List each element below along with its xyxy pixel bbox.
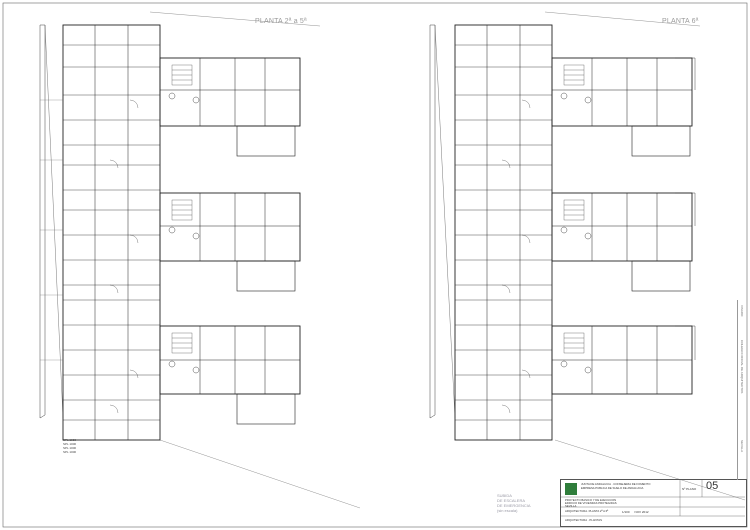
project-line-2: EDIFICIO DE VIVIENDAS PROTEGIDAS [565, 501, 617, 505]
sheet-number-label: Nº PLANO [682, 487, 697, 491]
side-strip-line: SEVILLA [740, 440, 744, 453]
side-stamp-strip: VISADO COLEGIO OFICIAL DE ARQUITECTOS SE… [737, 300, 746, 480]
junta-logo [565, 483, 577, 495]
org-line-1: JUNTA DE ANDALUCIA · CONSEJERIA DE FOMEN… [581, 482, 651, 486]
legend-line: SPL 1000 [63, 450, 77, 454]
title-block-grid [560, 479, 745, 517]
side-strip-line: COLEGIO OFICIAL DE ARQUITECTOS [740, 340, 744, 394]
side-strip-line: VISADO [740, 305, 744, 317]
legend-line: SPL 1000 [63, 446, 77, 450]
footer-text: ARQUITECTURA · PLANTAS [565, 518, 602, 522]
scale-value: 1/100 [622, 510, 630, 514]
drawing-title: ARQUITECTURA. PLANTA 2ª A 6ª [565, 509, 609, 513]
floor-plan-right [429, 11, 746, 501]
legend: SPL 1000 SPL 1000 SPL 1000 SPL 1000 [63, 438, 76, 454]
legend-line: SPL 1000 [63, 442, 77, 446]
plan-left-title: PLANTA 2ª a 5ª [255, 18, 307, 25]
emergency-stair-note: SUBIDA DE ESCALERA DE EMERGENCIA (sin es… [497, 493, 531, 513]
scale-date-row: 1/100 NOV 2012 [622, 510, 649, 514]
note-line: DE ESCALERA [497, 498, 526, 503]
project-line-1: PROYECTO BASICO Y DE EJECUCION [565, 498, 617, 502]
note-line: DE EMERGENCIA [497, 503, 531, 508]
note-line: (sin escala) [497, 508, 518, 513]
plan-right-title: PLANTA 6ª [662, 18, 699, 25]
legend-line: SPL 1000 [63, 438, 77, 442]
date-value: NOV 2012 [634, 510, 649, 514]
org-line-2: EMPRESA PUBLICA DE SUELO DE ANDALUCIA [581, 486, 644, 490]
sheet-number: 05 [706, 480, 719, 492]
project-line-3: SEVILLA [565, 504, 577, 508]
title-block: JUNTA DE ANDALUCIA · CONSEJERIA DE FOMEN… [560, 479, 747, 527]
note-line: SUBIDA [497, 493, 512, 498]
floor-plan-left [39, 11, 361, 509]
